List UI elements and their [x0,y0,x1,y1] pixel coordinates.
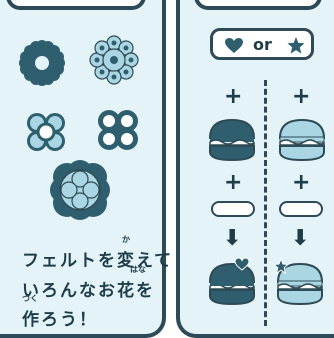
ruby-tsuku: つく [22,294,38,303]
choice-pill: or [210,28,314,60]
flower-inverse-icon [98,110,138,150]
or-label: or [253,35,272,54]
plus-sign: + [224,170,243,195]
macaron-heart-icon [208,257,256,306]
down-arrow-icon: ⬇ [223,226,242,251]
caption-line-2: いろんなお花を [22,281,155,301]
down-arrow-icon: ⬇ [291,226,310,251]
heart-icon [225,38,243,53]
plus-sign: + [292,170,311,195]
macaron-dark-icon [208,118,256,162]
flower-dark-icon [19,40,65,86]
flower-mixed-icon [27,113,65,151]
plus-sign: + [224,84,243,109]
felt-sheet-icon [279,201,323,217]
dashed-divider [264,80,267,326]
caption-line-1: フェルトを変えて [22,251,174,271]
macaron-light-icon [278,118,326,162]
flower-light-icon [89,35,139,85]
caption-line-3: 作ろう！ [22,310,98,330]
ruby-kawa: か [122,235,130,244]
macaron-star-icon [272,257,324,306]
star-icon [287,37,305,54]
plus-sign: + [292,84,311,109]
ruby-hana: はな [130,265,146,274]
felt-sheet-icon [211,201,255,217]
flower-large-icon [50,160,110,220]
